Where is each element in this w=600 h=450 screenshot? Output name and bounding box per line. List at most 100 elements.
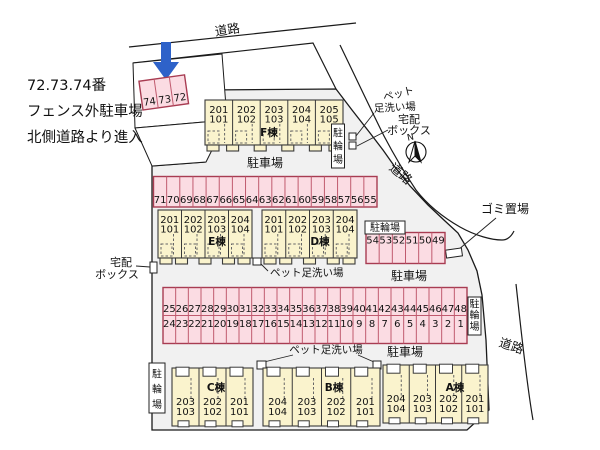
- parking-space-number: 72: [173, 92, 187, 105]
- parking-space-number: 41: [366, 304, 379, 315]
- parking-space-number: 46: [429, 304, 442, 315]
- balcony-notch: [229, 366, 244, 377]
- unit-number-lower: 102: [237, 115, 256, 126]
- stair-tab: [174, 257, 189, 265]
- building-name-label: A棟: [446, 381, 465, 394]
- bicycle-parking-box: 駐輪場: [331, 123, 345, 169]
- unit-number-lower: 101: [160, 225, 179, 236]
- parking-space-number: 13: [302, 319, 315, 330]
- unit-number-lower: 104: [292, 115, 311, 126]
- bicycle-parking-label: 駐: [470, 297, 480, 310]
- parking-space-number: 73: [158, 94, 172, 107]
- delivery-box-top-leader: [356, 129, 389, 147]
- parking-space-number: 58: [325, 195, 338, 206]
- parking-space-number: 71: [154, 195, 167, 206]
- parking-lot-label-top: 駐車場: [247, 155, 283, 170]
- entry-notch: [467, 417, 480, 425]
- parking-space-number: 44: [404, 304, 417, 315]
- entry-notch: [177, 420, 190, 428]
- property-top-boundary: [132, 42, 337, 90]
- bicycle-parking-label: 場: [470, 320, 480, 333]
- stair-tab: [253, 144, 267, 152]
- unit-number-upper: 203: [312, 215, 331, 226]
- parking-space-number: 70: [167, 195, 180, 206]
- entry-notch: [268, 420, 281, 428]
- porch-dashed: [235, 130, 248, 144]
- parking-space-number: 8: [369, 319, 375, 330]
- unit-number-upper: 201: [160, 215, 179, 226]
- delivery-box-label-left-line2: ボックス: [95, 268, 139, 281]
- parking-space-number: 31: [239, 304, 252, 315]
- unit-number-upper: 203: [297, 397, 316, 408]
- parking-space-number: 60: [298, 195, 311, 206]
- unit-number-lower: 103: [297, 407, 316, 418]
- bicycle-parking-box: 駐輪場: [467, 296, 482, 336]
- unit-number-lower: 103: [207, 225, 226, 236]
- parking-space-number: 62: [272, 195, 285, 206]
- stair-tab: [281, 144, 295, 152]
- porch-dashed: [290, 130, 303, 144]
- stair-tab: [198, 257, 212, 265]
- bicycle-parking-outline: [364, 220, 406, 235]
- unit-number-lower: 101: [209, 115, 228, 126]
- note-line-2: フェンス外駐車場: [27, 103, 143, 120]
- parking-space-number: 11: [328, 319, 341, 330]
- pet-wash-station-marker-bottom-left: [256, 360, 267, 370]
- unit-number-lower: 103: [264, 115, 283, 126]
- balcony-notch: [439, 363, 453, 374]
- parking-space-number: 50: [419, 236, 432, 247]
- bicycle-parking-label: 場: [333, 153, 343, 166]
- balcony-notch: [175, 366, 190, 377]
- parking-space-number: 40: [353, 304, 366, 315]
- unit-number-upper: 204: [387, 394, 406, 405]
- road-label-bottom-right: 道路: [497, 335, 526, 357]
- balcony-notch: [465, 363, 480, 374]
- porch-dashed: [335, 243, 348, 257]
- balcony-notch: [412, 363, 427, 374]
- stair-tab: [159, 257, 173, 265]
- parking-space-number: 1: [457, 319, 463, 330]
- entry-notch: [231, 420, 244, 428]
- unit-number-upper: 205: [320, 105, 339, 116]
- unit-number-lower: 104: [231, 225, 250, 236]
- building-outline: [204, 99, 344, 146]
- parking-lot-label-bottom: 駐車場: [387, 344, 423, 359]
- unit-number-lower: 103: [312, 225, 331, 236]
- unit-number-lower: 102: [203, 407, 222, 418]
- unit-number-upper: 201: [209, 105, 228, 116]
- parking-space-number: 12: [315, 319, 328, 330]
- unit-number-lower: 102: [327, 407, 346, 418]
- pet-wash-label-mid: ペット足洗い場: [270, 266, 344, 279]
- delivery-box-label-left-line1: 宅配: [110, 255, 132, 269]
- parking-space-number: 10: [340, 319, 353, 330]
- stair-tab: [326, 257, 340, 265]
- unit-number-upper: 202: [327, 397, 346, 408]
- unit-number-upper: 201: [230, 397, 249, 408]
- parking-space-number: 5: [407, 319, 413, 330]
- note-line-1: 72.73.74番: [27, 77, 107, 94]
- pet-wash-station-marker-mid: [252, 257, 262, 266]
- note-line-3: 北側道路より進入: [27, 129, 143, 146]
- parking-space-number: 45: [416, 304, 429, 315]
- bicycle-parking-outline: [331, 123, 345, 169]
- balcony-notch: [202, 366, 217, 377]
- bicycle-parking-label: 駐: [333, 126, 343, 139]
- parking-space-number: 42: [378, 304, 391, 315]
- parking-space-number: 34: [277, 304, 290, 315]
- parking-space-number: 65: [233, 195, 246, 206]
- parking-space-number: 14: [290, 319, 303, 330]
- entry-notch: [441, 417, 453, 425]
- building-name-label: C棟: [207, 381, 226, 394]
- parking-space-number: 24: [163, 319, 176, 330]
- parking-space-number: 61: [285, 195, 298, 206]
- parking-space-number: 55: [364, 195, 377, 206]
- porch-dashed: [317, 130, 330, 144]
- parking-space-number: 38: [328, 304, 341, 315]
- parking-space-number: 69: [180, 195, 193, 206]
- parking-space-number: 52: [393, 236, 406, 247]
